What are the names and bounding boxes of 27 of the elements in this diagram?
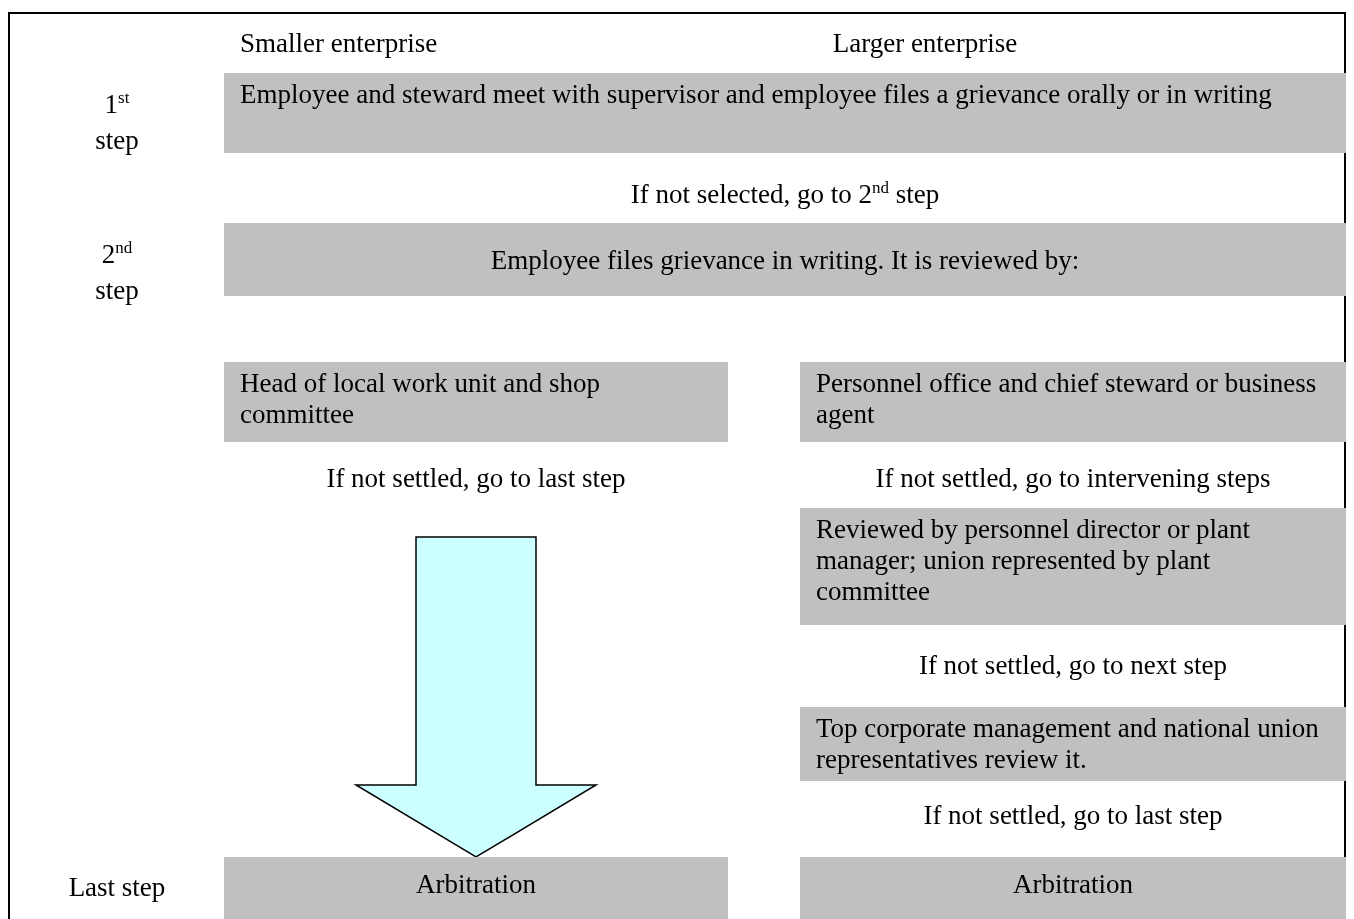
step-text: Reviewed by personnel director or plant manager; union represented by plant committee xyxy=(816,514,1252,607)
step-box xyxy=(224,362,728,442)
step-text: Top corporate management and national union representatives review it. xyxy=(816,713,1320,775)
step-label: 1$^{st}$ step xyxy=(94,87,140,157)
step-box xyxy=(224,73,1346,153)
instruction-text: If not settled, go to next step xyxy=(917,650,1229,681)
block-arrow xyxy=(353,536,599,858)
step-box xyxy=(800,362,1346,442)
step-text: Arbitration xyxy=(1012,869,1134,900)
instruction-text: If not settled, go to last step xyxy=(922,800,1224,831)
step-box xyxy=(800,508,1346,625)
step-box xyxy=(800,707,1346,781)
step-text: Employee files grievance in writing. It is reviewed by: xyxy=(489,245,1081,276)
column-heading: Smaller enterprise xyxy=(240,28,439,59)
instruction-text: If not settled, go to last step xyxy=(325,463,627,494)
instruction-text: If not selected, go to 2$^{nd}$ step xyxy=(629,177,941,210)
step-box xyxy=(224,223,1346,296)
step-text: Arbitration xyxy=(415,869,537,900)
step-text: Employee and steward meet with supervisor and employee files a grievance orally or in writing xyxy=(240,79,1273,110)
step-text: Head of local work unit and shop committee xyxy=(240,368,601,430)
instruction-text: If not settled, go to intervening steps xyxy=(874,463,1272,494)
column-heading: Larger enterprise xyxy=(831,28,1019,59)
instruction-text: Last step xyxy=(67,872,167,903)
step-box xyxy=(224,857,728,919)
step-box xyxy=(800,857,1346,919)
step-text: Personnel office and chief steward or business agent xyxy=(816,368,1318,430)
step-label: 2$^{nd}$ step xyxy=(94,237,140,307)
